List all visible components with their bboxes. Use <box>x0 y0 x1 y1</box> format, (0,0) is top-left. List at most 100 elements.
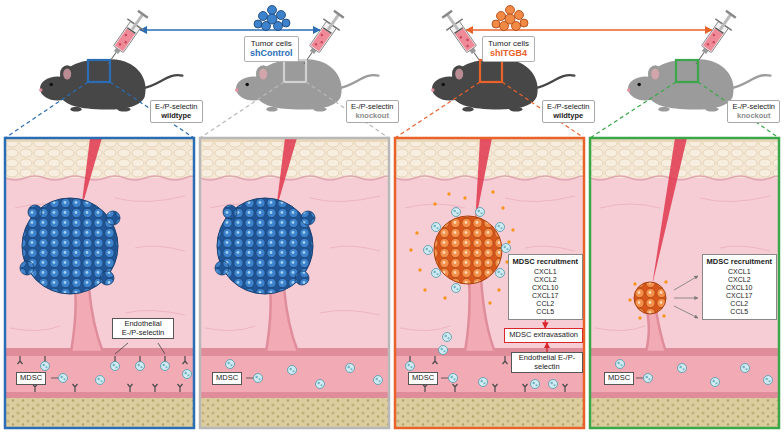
zoom-lines-part <box>395 82 480 138</box>
tissue-panel-part-part <box>5 138 194 428</box>
tissue-panel-part-part-part <box>633 282 636 285</box>
node-text: CXCL1 <box>513 268 578 276</box>
tissue-panel-part-part <box>217 198 313 294</box>
genotype-label: E-/P-selectinknockout <box>346 100 399 123</box>
tissue-panel-part-part-part <box>628 298 631 301</box>
tissue-panel-part-part <box>96 376 105 385</box>
tissue-panel-part-part <box>479 378 488 387</box>
tissue-panel-part-part <box>432 269 441 278</box>
tumor-cell-icon-part <box>515 11 524 20</box>
cell-label: MDSC <box>604 372 634 385</box>
process-box: MDSC extravasation <box>504 328 583 343</box>
node-text: CXCL2 <box>513 276 578 284</box>
tissue-panel-part-part <box>590 138 779 428</box>
tissue-panel-part-part <box>549 380 558 389</box>
tissue-panel-part-part <box>453 384 458 392</box>
tissue-panel-part-part <box>441 378 448 379</box>
tissue-panel-part-part-part <box>491 190 494 193</box>
tissue-panel-part-part <box>634 282 666 314</box>
node-text: CXCL1 <box>707 268 772 276</box>
tissue-panel-part-part-part <box>674 298 698 299</box>
tissue-panel-part-part <box>636 378 643 379</box>
tissue-panel-part-part <box>41 362 50 371</box>
tissue-panel-part-part-part <box>501 206 504 209</box>
tissue-panel-part-part <box>452 284 461 293</box>
tissue-panel-part <box>395 138 584 428</box>
tissue-panel-part-part <box>178 384 183 392</box>
tissue-panel-part-part <box>531 380 540 389</box>
genotype-label: E-/P-selectinwildtype <box>542 100 595 123</box>
zoom-lines <box>5 82 779 138</box>
tissue-panel-part-part <box>741 364 750 373</box>
tissue-panel-part-part-part <box>433 202 436 205</box>
tissue-panel-part-part <box>439 346 448 355</box>
node-title: MDSC <box>216 374 238 383</box>
structure-label: Endothelial E-/P-selectin <box>511 352 583 373</box>
zoom-square <box>284 60 306 82</box>
tissue-panel-part-part <box>406 362 415 371</box>
tissue-panel-part-part <box>346 364 355 373</box>
node-title: MDSC extravasation <box>509 331 578 340</box>
tissue-panel-part-part <box>295 271 309 285</box>
tissue-panel <box>5 138 205 428</box>
tissue-panel-part-part <box>223 205 237 219</box>
tissue-panel-part-part <box>476 208 485 217</box>
tissue-panel-part-part-part <box>511 228 514 231</box>
tissue-panel-part-part-part <box>662 314 665 317</box>
tissue-panel-part-part <box>215 261 229 275</box>
tissue-panel-part-part <box>616 360 625 369</box>
tumor-cell-icon <box>254 6 290 31</box>
node-text: CCL2 <box>513 300 578 308</box>
tissue-panel-part-part <box>678 364 687 373</box>
tissue-panel-part-part <box>432 223 441 232</box>
tissue-panel-part-part <box>153 384 158 392</box>
tumor-cell-icon <box>492 6 528 31</box>
node-title: Endothelial E-/P-selectin <box>515 354 579 371</box>
tissue-panel-part-part-part <box>423 288 426 291</box>
node-text: knockout <box>351 112 394 121</box>
cell-label: MDSC <box>408 372 438 385</box>
tissue-panel-part-part <box>161 362 170 371</box>
tissue-panel-part-part <box>51 378 58 379</box>
tumor-cell-icon-part <box>259 12 268 21</box>
zoom-lines-part <box>5 82 88 138</box>
node-text: shITGB4 <box>488 48 529 58</box>
node-text: wildtype <box>155 112 198 121</box>
node-title: E-/P-selectin <box>351 103 394 112</box>
tissue-panel-part <box>395 138 584 428</box>
tissue-panel-part-part-part <box>497 288 500 291</box>
tissue-panel-part-part <box>496 223 505 232</box>
node-text: shControl <box>250 48 293 58</box>
tissue-panel-part-part <box>475 138 492 224</box>
cell-line-box: Tumor cellsshControl <box>244 36 299 62</box>
tissue-panel-part-part <box>254 374 263 383</box>
cell-label: MDSC <box>16 372 46 385</box>
node-title: MDSC recruitment <box>513 258 578 267</box>
tissue-panel-part-part <box>183 356 188 364</box>
cell-label: MDSC <box>212 372 242 385</box>
zoom-square <box>676 60 698 82</box>
tissue-panel-part <box>200 138 389 428</box>
tumor-cell-icon-part <box>267 14 277 24</box>
tissue-panel-part-part <box>71 288 103 352</box>
tissue-panel-part-part-part <box>507 240 510 243</box>
node-text: CXCL17 <box>707 292 772 300</box>
tissue-panel-part-part-part <box>415 231 418 234</box>
tissue-panel-part-part-part <box>443 296 446 299</box>
tissue-panel-part-part <box>644 374 653 383</box>
genotype-label: E-/P-selectinwildtype <box>150 100 203 123</box>
tissue-panel-part-part <box>395 138 584 428</box>
tissue-panel-part-part <box>523 384 528 392</box>
node-title: Tumor cells <box>488 39 529 48</box>
tissue-panel-part-part <box>22 198 118 294</box>
node-text: CXCL10 <box>513 284 578 292</box>
tissue-panel-part-part <box>449 374 458 383</box>
tissue-panel-part-part <box>20 261 34 275</box>
tissue-panel-part-part <box>266 288 298 352</box>
tissue-panel-part-part <box>434 216 502 284</box>
chemokine-box: MDSC recruitmentCXCL1CXCL2CXCL10CXCL17CC… <box>702 254 777 320</box>
tissue-panel-part-part <box>374 376 383 385</box>
tissue-panel-part-part <box>711 378 720 387</box>
tissue-panel-part-part <box>246 378 253 379</box>
node-text: CXCL2 <box>707 276 772 284</box>
